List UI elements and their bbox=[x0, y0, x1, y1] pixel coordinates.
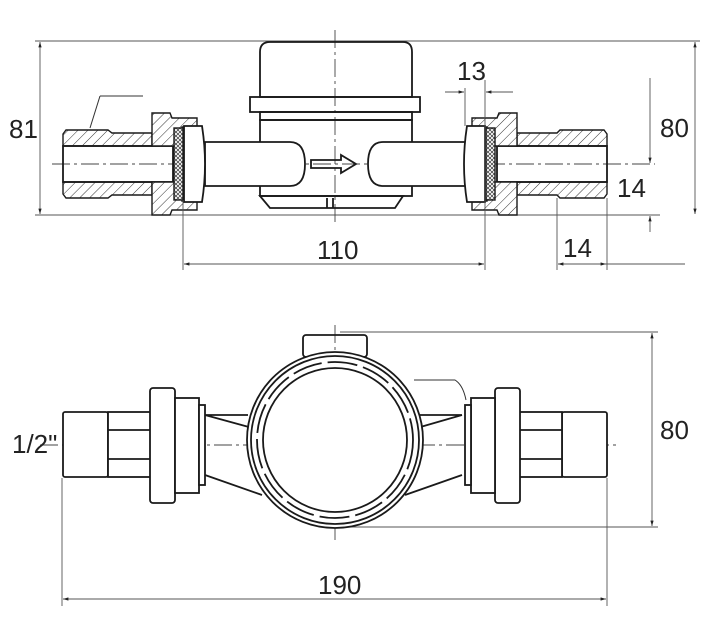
dimension-190-label: 190 bbox=[318, 570, 361, 600]
top-left-fitting bbox=[62, 387, 206, 504]
left-union-fitting bbox=[62, 95, 206, 216]
right-union-fitting bbox=[463, 112, 608, 216]
thread-size-label: 1/2" bbox=[12, 429, 57, 459]
dimension-110-label: 110 bbox=[317, 235, 358, 265]
meter-body-inner bbox=[262, 367, 408, 513]
top-view: 1/2" 80 190 bbox=[12, 325, 689, 606]
flow-direction-arrow-icon bbox=[310, 153, 358, 175]
dimension-13-label: 13 bbox=[457, 56, 486, 86]
dimension-80-top-label: 80 bbox=[660, 415, 689, 445]
dimension-14-horizontal-label: 14 bbox=[563, 233, 592, 263]
left-strainer-mesh bbox=[173, 127, 184, 201]
meter-cap bbox=[259, 41, 413, 98]
dimension-14-vertical-label: 14 bbox=[617, 173, 646, 203]
right-strainer-mesh bbox=[485, 127, 496, 201]
top-right-fitting bbox=[414, 379, 608, 504]
dimension-81-label: 81 bbox=[9, 114, 38, 144]
dimension-80-side-label: 80 bbox=[660, 113, 689, 143]
meter-body-outer bbox=[246, 351, 424, 529]
side-section-view: 81 bbox=[9, 30, 700, 270]
